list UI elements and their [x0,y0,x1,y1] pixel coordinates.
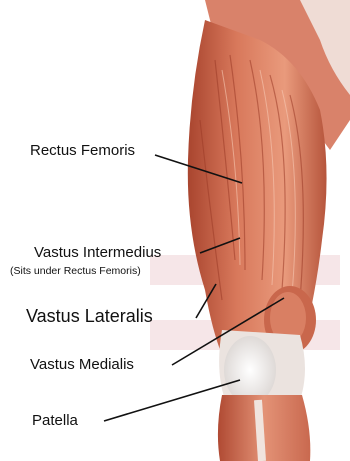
label-patella: Patella [32,412,78,429]
label-vastus-lateralis: Vastus Lateralis [26,306,153,327]
label-vastus-intermedius-note: (Sits under Rectus Femoris) [10,265,141,277]
label-rectus-femoris: Rectus Femoris [30,142,135,159]
label-vastus-intermedius: Vastus Intermedius [34,244,161,261]
label-vastus-medialis: Vastus Medialis [30,356,134,373]
